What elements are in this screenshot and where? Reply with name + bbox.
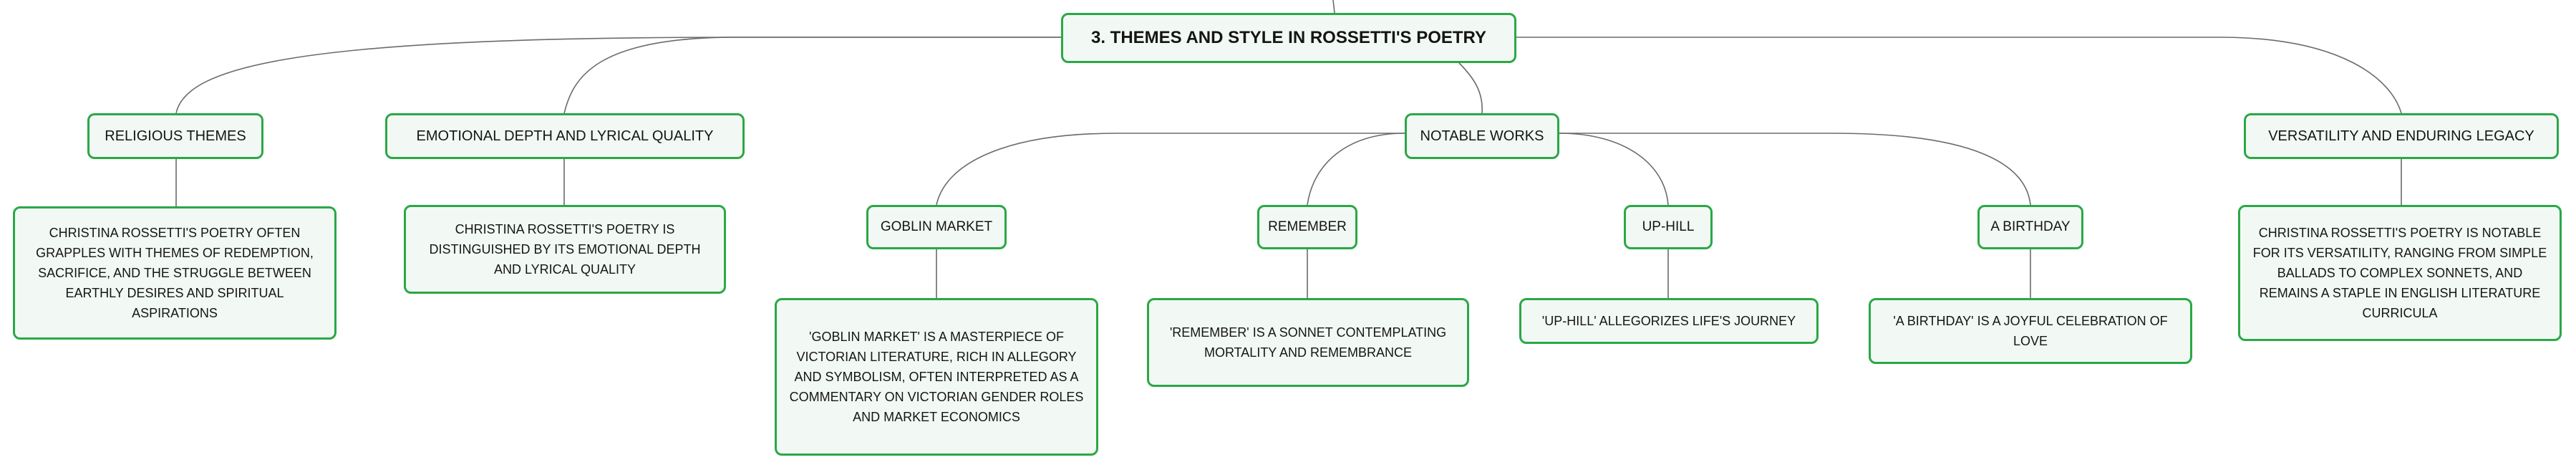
detail-goblin-text: 'GOBLIN MARKET' IS A MASTERPIECE OF VICT…	[789, 330, 1084, 424]
detail-religious-text: CHRISTINA ROSSETTI'S POETRY OFTEN GRAPPL…	[36, 226, 314, 320]
work-remember[interactable]: REMEMBER	[1257, 205, 1357, 249]
detail-a-birthday[interactable]: 'A BIRTHDAY' IS A JOYFUL CELEBRATION OF …	[1869, 298, 2192, 364]
topic-religious-themes[interactable]: RELIGIOUS THEMES	[87, 113, 263, 159]
connector-notable-goblin	[936, 133, 1405, 206]
connector-root-religious	[175, 37, 1061, 114]
detail-versatility-legacy[interactable]: CHRISTINA ROSSETTI'S POETRY IS NOTABLE F…	[2238, 205, 2562, 341]
detail-emotional-depth[interactable]: CHRISTINA ROSSETTI'S POETRY IS DISTINGUI…	[404, 205, 726, 294]
work-up-hill[interactable]: UP-HILL	[1624, 205, 1713, 249]
detail-religious-themes[interactable]: CHRISTINA ROSSETTI'S POETRY OFTEN GRAPPL…	[13, 206, 336, 340]
detail-remember-text: 'REMEMBER' IS A SONNET CONTEMPLATING MOR…	[1169, 325, 1447, 360]
connector-root-emotional	[563, 37, 1061, 114]
connector-notable-uphill	[1559, 133, 1669, 206]
root-topic[interactable]: 3. THEMES AND STYLE IN ROSSETTI'S POETRY	[1061, 13, 1516, 63]
detail-goblin-market[interactable]: 'GOBLIN MARKET' IS A MASTERPIECE OF VICT…	[775, 298, 1098, 456]
topic-notable-works[interactable]: NOTABLE WORKS	[1405, 113, 1559, 159]
work-a-birthday[interactable]: A BIRTHDAY	[1977, 205, 2083, 249]
detail-up-hill[interactable]: 'UP-HILL' ALLEGORIZES LIFE'S JOURNEY	[1519, 298, 1819, 344]
connector-root-notable	[1458, 62, 1483, 114]
detail-birthday-text: 'A BIRTHDAY' IS A JOYFUL CELEBRATION OF …	[1893, 314, 2168, 348]
work-goblin-market[interactable]: GOBLIN MARKET	[866, 205, 1007, 249]
topic-emotional-depth[interactable]: EMOTIONAL DEPTH AND LYRICAL QUALITY	[385, 113, 745, 159]
connector-root-versatility	[1516, 37, 2402, 114]
topic-versatility-legacy[interactable]: VERSATILITY AND ENDURING LEGACY	[2244, 113, 2559, 159]
detail-up-hill-text: 'UP-HILL' ALLEGORIZES LIFE'S JOURNEY	[1541, 314, 1796, 328]
detail-emotional-text: CHRISTINA ROSSETTI'S POETRY IS DISTINGUI…	[429, 222, 701, 277]
connector-notable-remember	[1307, 133, 1405, 206]
connector-parent-root	[1332, 0, 1335, 14]
detail-remember[interactable]: 'REMEMBER' IS A SONNET CONTEMPLATING MOR…	[1147, 298, 1469, 387]
detail-versatility-text: CHRISTINA ROSSETTI'S POETRY IS NOTABLE F…	[2252, 226, 2547, 320]
connector-notable-birthday	[1559, 133, 2031, 206]
